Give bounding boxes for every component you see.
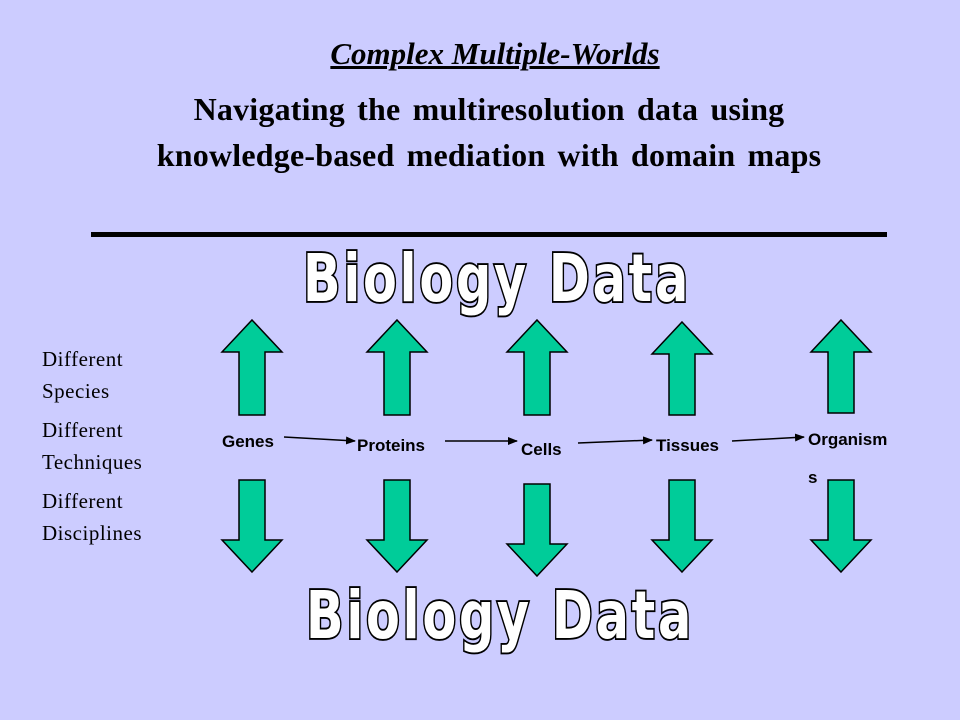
stage-organism: Organism — [808, 430, 888, 449]
stage-proteins: Proteins — [357, 436, 426, 455]
stage-genes: Genes — [222, 432, 274, 451]
subtitle-line-2: knowledge-based mediation with domain ma… — [156, 137, 822, 173]
slide-subtitle: Navigating the multiresolution data usin… — [0, 86, 960, 178]
side-labels: Different Species Different Techniques D… — [42, 343, 142, 556]
up-arrow-icon — [220, 318, 284, 416]
up-arrow-icon — [650, 320, 714, 416]
side-label-disciplines: Different Disciplines — [42, 485, 142, 549]
down-arrow-icon — [220, 479, 284, 574]
down-arrow-icon — [650, 479, 714, 574]
banner-bottom: Biology Data — [306, 577, 694, 654]
side-label-techniques: Different Techniques — [42, 414, 142, 478]
up-arrow-icon — [809, 318, 873, 414]
slide-title: Complex Multiple-Worlds — [330, 36, 660, 71]
side-label-species-line-2: Species — [42, 379, 110, 403]
subtitle-line-1: Navigating the multiresolution data usin… — [193, 91, 785, 127]
up-arrow-icon — [505, 318, 569, 416]
divider-rule — [91, 232, 887, 237]
side-label-techniques-line-2: Techniques — [42, 450, 143, 474]
up-arrow-icon — [365, 318, 429, 416]
stage-cells: Cells — [521, 440, 562, 459]
down-arrow-icon — [365, 479, 429, 574]
down-arrow-icon — [809, 479, 873, 574]
connector-arrow-icon — [283, 436, 356, 445]
banner-top: Biology Data — [303, 240, 691, 317]
connector-arrow-icon — [731, 433, 805, 442]
side-label-techniques-line-1: Different — [42, 418, 124, 442]
stage-organism-wrap: s — [808, 468, 818, 487]
connector-arrow-icon — [577, 436, 653, 445]
side-label-disciplines-line-2: Disciplines — [42, 521, 142, 545]
side-label-disciplines-line-1: Different — [42, 489, 124, 513]
stage-tissues: Tissues — [656, 436, 720, 455]
side-label-species: Different Species — [42, 343, 142, 407]
down-arrow-icon — [505, 483, 569, 578]
side-label-species-line-1: Different — [42, 347, 124, 371]
